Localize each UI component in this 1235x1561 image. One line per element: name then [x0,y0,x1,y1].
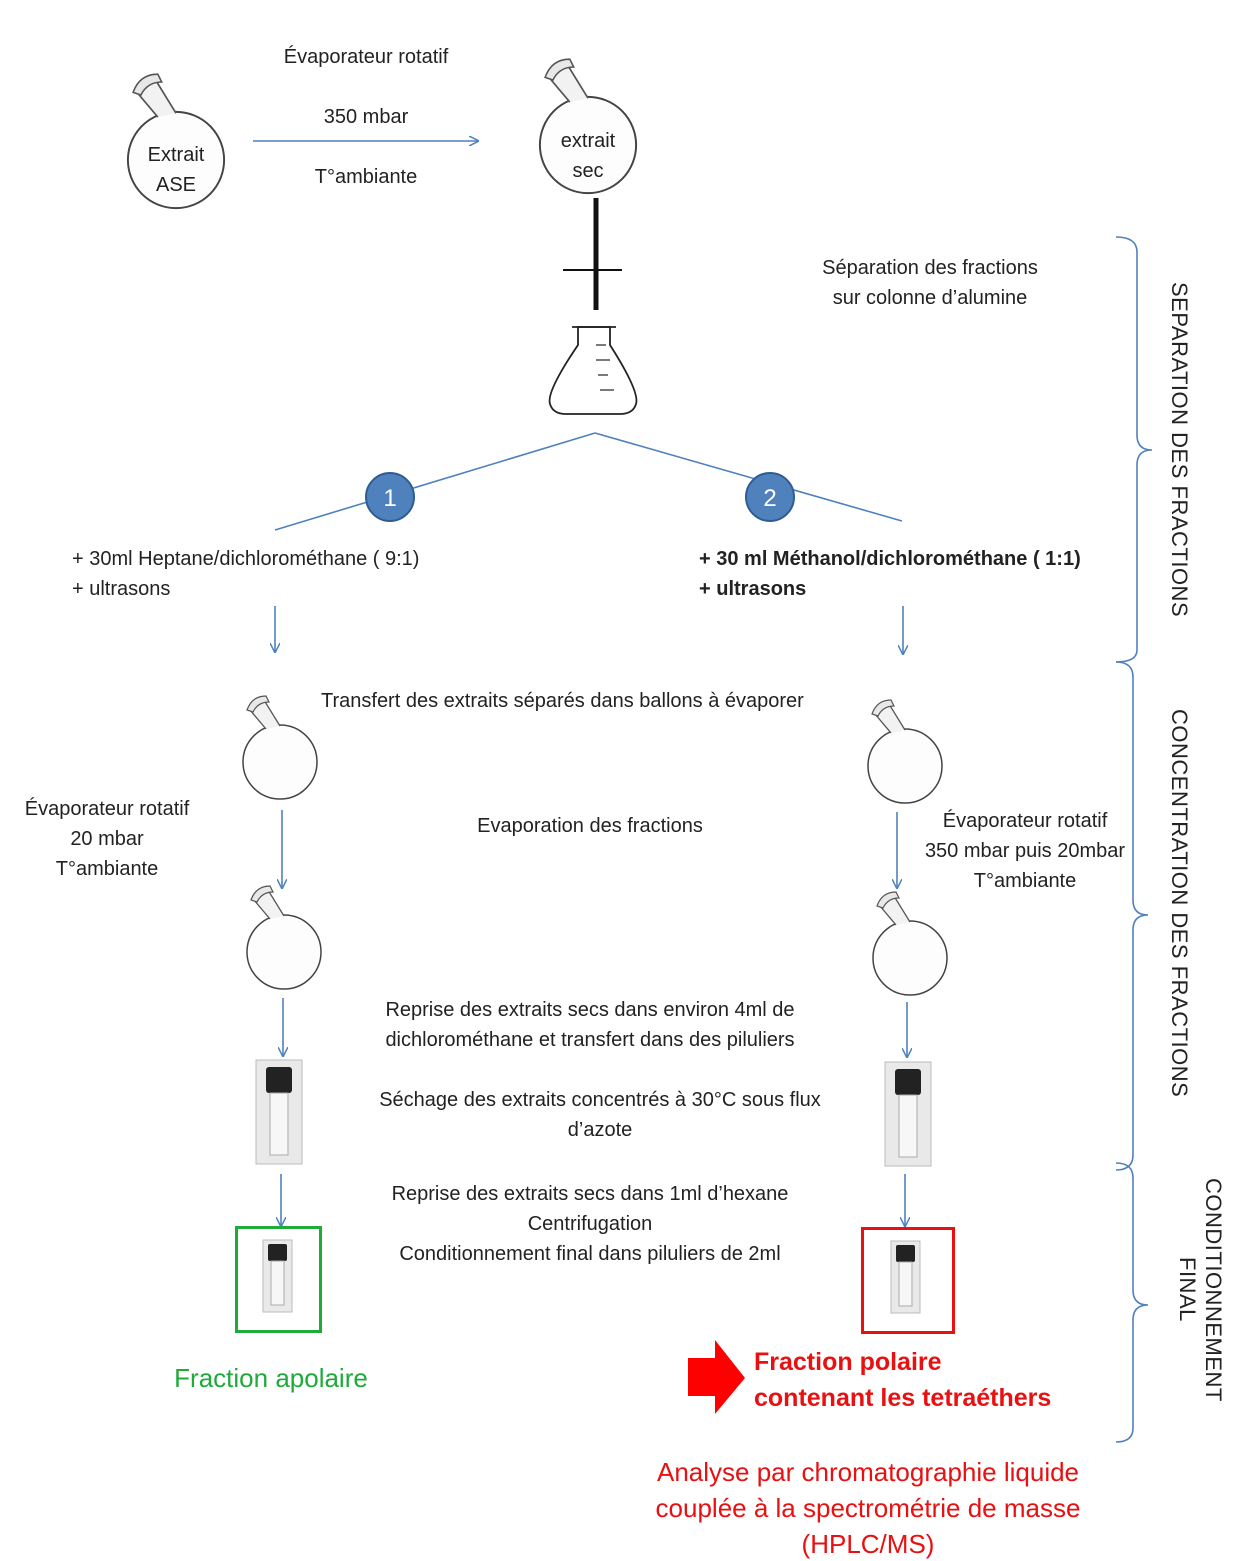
transfer-step-label: Transfert des extraits séparés dans ball… [321,690,804,712]
concentration-bracket [1115,661,1149,1171]
concentration-phase-label: CONCENTRATION DES FRACTIONS [1167,708,1192,1098]
dry-extract-label: extrait sec [560,130,616,182]
apolar-box [235,1226,322,1333]
evaporation-step-label: Evaporation des fractions [477,815,703,837]
left-evaporator-label: Évaporateur rotatif 20 mbar T°ambiante [24,798,190,880]
final-step-label: Reprise des extraits secs dans 1ml d’hex… [391,1183,789,1265]
right-evaporator-label: Évaporateur rotatif 350 mbar puis 20mbar… [924,810,1126,892]
branch-line-left [274,432,596,531]
hplc-ms-analysis-label: Analyse par chromatographie liquide coup… [655,1457,1081,1559]
polar-fraction-label: Fraction polaire contenant les tetraéthe… [754,1348,1052,1412]
right-small-vial [890,1240,921,1314]
apolar-fraction-label: Fraction apolaire [174,1363,368,1393]
redissolve-step-label: Reprise des extraits secs dans environ 4… [385,999,795,1051]
separation-bracket [1115,236,1153,663]
left-small-vial [262,1239,293,1313]
branch-badge-2-label: 2 [763,485,776,512]
polar-box [861,1227,955,1334]
right-evap-flask-2 [872,891,948,996]
top-evaporator-label: Évaporateur rotatif 350 mbar T°ambiante [236,12,496,222]
branch-line-right [594,432,903,522]
erlenmeyer-flask [548,326,638,415]
left-evap-flask-2 [246,885,322,990]
column-separation-label: Séparation des fractions sur colonne d’a… [822,257,1038,309]
left-evap-flask-1 [242,695,318,800]
branch-badge-1: 1 [365,472,415,522]
branch-2-eluent: + 30 ml Méthanol/dichlorométhane ( 1:1) … [699,548,1081,600]
left-vial [255,1059,303,1165]
drying-step-label: Séchage des extraits concentrés à 30°C s… [379,1089,821,1141]
ase-extract-label: Extrait ASE [147,144,205,196]
branch-badge-2: 2 [745,472,795,522]
top-evaporator-pressure: 350 mbar [323,106,409,128]
separation-phase-label: SEPARATION DES FRACTIONS [1167,282,1192,618]
top-evaporator-temp: T°ambiante [314,166,418,188]
conditioning-phase-label: CONDITIONNEMENT FINAL [1175,1177,1226,1402]
polar-highlight-arrow [688,1340,745,1414]
right-vial [884,1061,932,1167]
branch-badge-1-label: 1 [383,485,396,512]
conditioning-bracket [1115,1162,1149,1443]
branch-1-eluent: + 30ml Heptane/dichlorométhane ( 9:1) + … [72,548,420,600]
top-evaporator-title: Évaporateur rotatif [283,46,449,68]
